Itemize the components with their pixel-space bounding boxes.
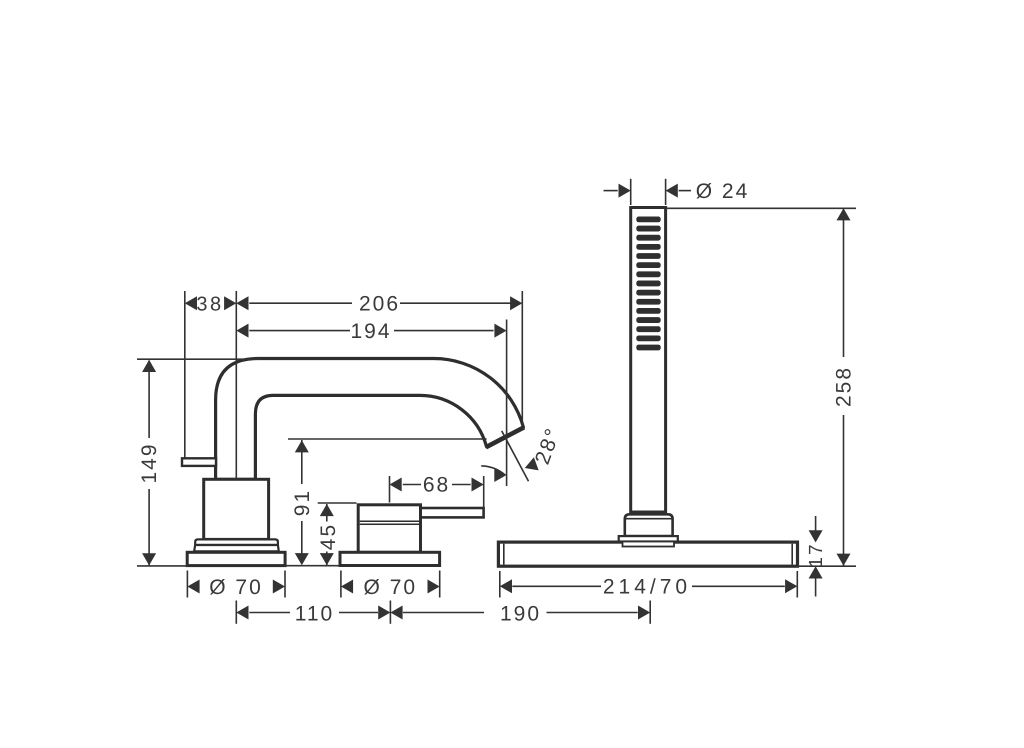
svg-text:68: 68 [423, 474, 450, 497]
svg-text:Ø 70: Ø 70 [364, 576, 418, 599]
svg-text:110: 110 [295, 603, 334, 626]
svg-text:214/70: 214/70 [603, 575, 691, 598]
svg-text:Ø 70: Ø 70 [209, 576, 263, 599]
svg-text:149: 149 [138, 442, 161, 483]
svg-text:258: 258 [833, 366, 856, 407]
svg-text:206: 206 [359, 292, 400, 315]
svg-text:17: 17 [806, 542, 827, 567]
svg-text:28°: 28° [531, 424, 566, 467]
svg-text:38: 38 [196, 293, 223, 315]
svg-text:190: 190 [500, 603, 541, 626]
svg-text:45: 45 [317, 523, 340, 550]
svg-text:Ø 24: Ø 24 [696, 180, 750, 203]
svg-text:194: 194 [350, 320, 391, 343]
svg-text:91: 91 [291, 489, 314, 516]
